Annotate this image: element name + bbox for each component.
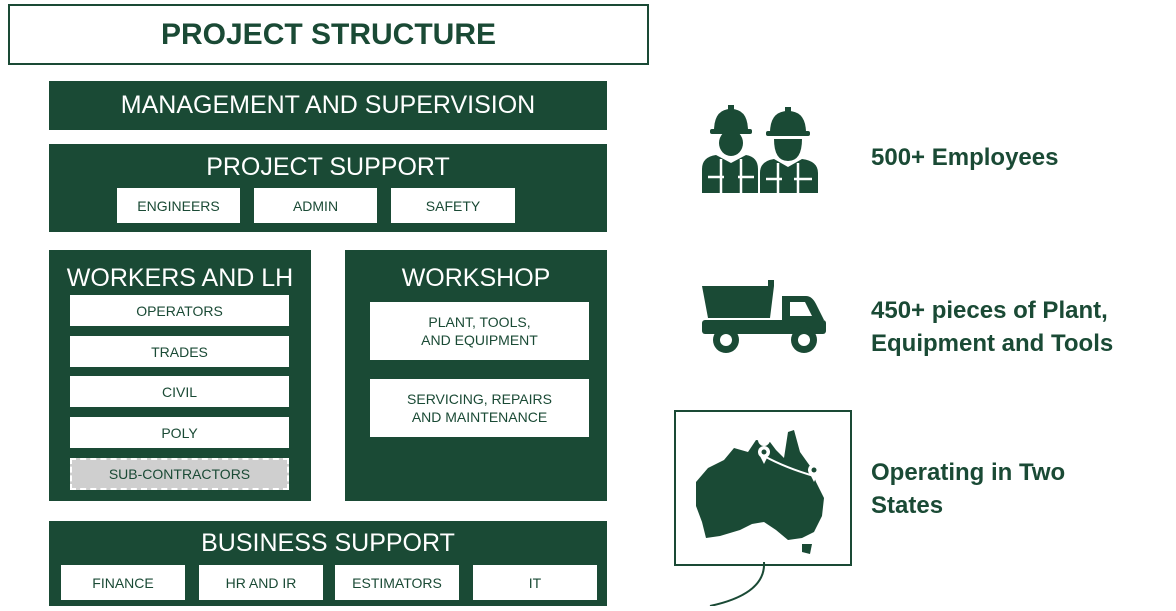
workshop-box: WORKSHOP PLANT, TOOLS, AND EQUIPMENT SER… [345,250,607,501]
dump-truck-icon [698,278,830,358]
plant-tools-box: PLANT, TOOLS, AND EQUIPMENT [370,302,589,360]
states-stat-line2: States [871,492,944,519]
civil-box: CIVIL [70,376,289,407]
plant-tools-line2: AND EQUIPMENT [421,332,538,348]
engineers-box: ENGINEERS [117,188,240,223]
workers-icon [694,103,824,195]
servicing-box: SERVICING, REPAIRS AND MAINTENANCE [370,379,589,437]
trades-box: TRADES [70,336,289,367]
page-title: PROJECT STRUCTURE [8,4,649,65]
finance-box: FINANCE [61,565,185,600]
plant-stat-line1: 450+ pieces of Plant, [871,297,1108,324]
estimators-box: ESTIMATORS [335,565,459,600]
servicing-line1: SERVICING, REPAIRS [407,391,552,407]
subcontractors-box: SUB-CONTRACTORS [70,458,289,490]
workers-box: WORKERS AND LH OPERATORS TRADES CIVIL PO… [49,250,311,501]
management-box: MANAGEMENT AND SUPERVISION [49,81,607,130]
operators-box: OPERATORS [70,295,289,326]
project-support-box: PROJECT SUPPORT ENGINEERS ADMIN SAFETY [49,144,607,232]
admin-box: ADMIN [254,188,377,223]
management-label: MANAGEMENT AND SUPERVISION [120,91,536,119]
servicing-line2: AND MAINTENANCE [411,409,548,425]
plant-tools-line1: PLANT, TOOLS, [428,314,531,330]
business-support-heading: BUSINESS SUPPORT [201,529,455,557]
poly-box: POLY [70,417,289,448]
states-stat-line1: Operating in Two [871,459,1066,486]
states-stat: Operating in Two States [871,456,1171,522]
project-support-heading: PROJECT SUPPORT [206,153,450,181]
employees-stat: 500+ Employees [871,144,1059,171]
australia-map-icon [676,412,852,607]
hr-ir-box: HR AND IR [199,565,323,600]
workshop-heading: WORKSHOP [401,264,551,292]
business-support-box: BUSINESS SUPPORT FINANCE HR AND IR ESTIM… [49,521,607,606]
safety-box: SAFETY [391,188,515,223]
workers-heading: WORKERS AND LH [66,264,294,292]
it-box: IT [473,565,597,600]
plant-stat: 450+ pieces of Plant, Equipment and Tool… [871,294,1176,360]
plant-stat-line2: Equipment and Tools [871,330,1114,357]
